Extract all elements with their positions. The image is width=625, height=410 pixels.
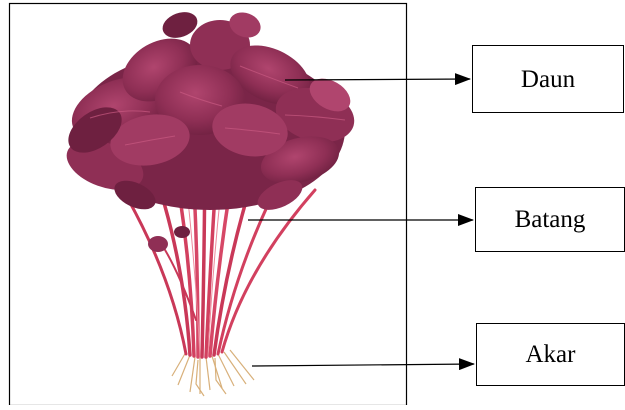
stem-label-box: Batang xyxy=(475,187,625,252)
root-label-box: Akar xyxy=(476,323,625,386)
root-label: Akar xyxy=(526,342,576,367)
stem-label: Batang xyxy=(515,207,586,232)
leaf-label: Daun xyxy=(521,67,575,92)
leaf-label-box: Daun xyxy=(472,45,624,113)
